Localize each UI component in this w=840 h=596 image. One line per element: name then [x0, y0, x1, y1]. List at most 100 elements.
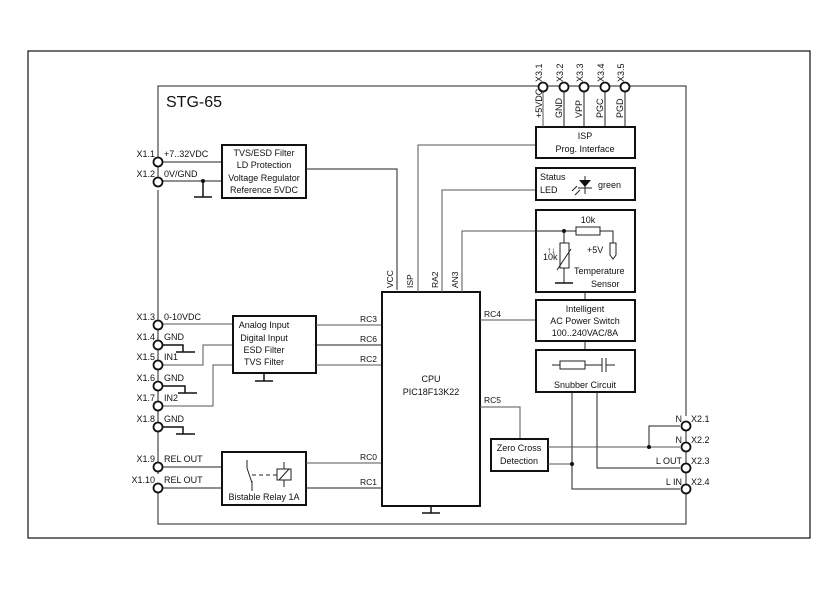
terminal-x1-4[interactable] — [152, 339, 164, 351]
wire-rc5 — [480, 406, 521, 439]
supply-voltage-label: +5V — [587, 245, 603, 255]
module-boundary-top-left — [157, 85, 529, 178]
wire-x1-7 — [163, 364, 233, 407]
input-block-line-4: TVS Filter — [244, 357, 284, 367]
terminal-label: +7..32VDC — [164, 149, 209, 159]
terminal-x2-2[interactable] — [680, 441, 692, 453]
ground-icon — [422, 506, 440, 514]
terminal-label: GND — [164, 373, 185, 383]
terminal-x3-5[interactable] — [619, 81, 631, 93]
cpu-pin-rc6: RC6 — [360, 334, 377, 344]
terminal-x3-4[interactable] — [599, 81, 611, 93]
terminal-label: L IN — [666, 477, 682, 487]
terminal-id: X1.6 — [136, 373, 155, 383]
terminal-id: X1.4 — [136, 332, 155, 342]
wire-n-bridge — [648, 425, 680, 447]
terminal-id: X1.5 — [136, 352, 155, 362]
zero-cross-line-1: Zero Cross — [497, 443, 542, 453]
terminal-x1-6[interactable] — [152, 380, 164, 392]
thermistor-value: 10k — [543, 252, 558, 262]
terminal-x3-1[interactable] — [537, 81, 549, 93]
terminal-x1-2[interactable] — [152, 176, 164, 188]
terminal-id: X3.2 — [555, 63, 565, 82]
isp-block-line-2: Prog. Interface — [555, 144, 614, 154]
ground-icon — [163, 385, 197, 394]
isp-block-line-1: ISP — [578, 131, 593, 141]
ground-icon — [163, 426, 195, 435]
terminal-id: X1.8 — [136, 414, 155, 424]
snubber-block — [535, 349, 636, 393]
terminal-id: X3.4 — [596, 63, 606, 82]
terminal-x1-3[interactable] — [152, 319, 164, 331]
isp-block — [535, 126, 636, 159]
zero-cross-line-2: Detection — [500, 456, 538, 466]
cpu-pin-rc4: RC4 — [484, 309, 501, 319]
cpu-pin-isp: ISP — [405, 274, 415, 288]
terminal-x1-1[interactable] — [152, 156, 164, 168]
led-color-label: green — [598, 180, 621, 190]
ac-switch-line-2: AC Power Switch — [550, 316, 620, 326]
terminal-label: GND — [554, 98, 564, 119]
terminal-id: X1.7 — [136, 393, 155, 403]
module-boundary-bottom — [157, 490, 687, 525]
terminal-id: X3.1 — [534, 63, 544, 82]
wire-ra2 — [441, 189, 536, 292]
power-block-line-3: Voltage Regulator — [228, 173, 300, 183]
outer-frame — [27, 50, 811, 539]
cpu-pin-an3: AN3 — [450, 271, 460, 288]
terminal-label: PGD — [615, 98, 625, 118]
terminal-x2-3[interactable] — [680, 462, 692, 474]
ac-switch-block — [535, 299, 636, 342]
terminal-id: X1.2 — [136, 169, 155, 179]
cpu-pin-rc1: RC1 — [360, 477, 377, 487]
power-block-line-2: LD Protection — [237, 160, 292, 170]
terminal-x2-4[interactable] — [680, 483, 692, 495]
terminal-label: GND — [164, 332, 185, 342]
terminal-x1-10[interactable] — [152, 482, 164, 494]
terminal-id: X3.5 — [616, 63, 626, 82]
resistor-value: 10k — [581, 215, 596, 225]
terminal-label: N — [676, 414, 683, 424]
input-block-line-3: ESD Filter — [243, 345, 284, 355]
thermistor-icon: ↑↓ — [547, 231, 573, 284]
terminal-id: X1.1 — [136, 149, 155, 159]
terminal-label: +5VDC — [534, 88, 544, 118]
ground-icon — [163, 344, 195, 353]
terminal-label: N — [676, 435, 683, 445]
terminal-x1-7[interactable] — [152, 400, 164, 412]
temperature-block — [535, 209, 636, 293]
terminal-x3-2[interactable] — [558, 81, 570, 93]
ac-switch-line-3: 100..240VAC/8A — [552, 328, 618, 338]
terminal-x1-8[interactable] — [152, 421, 164, 433]
cpu-label: CPU — [421, 374, 440, 384]
zero-cross-block — [490, 438, 549, 472]
terminal-label: 0-10VDC — [164, 312, 202, 322]
cpu-pin-rc2: RC2 — [360, 354, 377, 364]
terminal-label: PGC — [595, 98, 605, 118]
cpu-part-number: PIC18F13K22 — [403, 387, 460, 397]
ac-switch-line-1: Intelligent — [566, 304, 605, 314]
temperature-block-line-1: Temperature — [574, 266, 625, 276]
junction-dot — [647, 445, 651, 449]
terminal-id: X1.10 — [131, 475, 155, 485]
terminal-x1-5[interactable] — [152, 359, 164, 371]
terminal-label: IN2 — [164, 393, 178, 403]
terminal-label: REL OUT — [164, 454, 203, 464]
terminal-id: X1.9 — [136, 454, 155, 464]
power-block-line-4: Reference 5VDC — [230, 185, 299, 195]
input-block-line-1: Analog Input — [239, 320, 290, 330]
wire-l-out — [596, 392, 680, 469]
terminal-x3-3[interactable] — [578, 81, 590, 93]
terminal-label: GND — [164, 414, 185, 424]
power-block-line-1: TVS/ESD Filter — [233, 148, 294, 158]
input-block-line-2: Digital Input — [240, 333, 288, 343]
terminal-x2-1[interactable] — [680, 420, 692, 432]
terminal-id: X2.2 — [691, 435, 710, 445]
power-block — [221, 144, 307, 199]
terminal-x1-9[interactable] — [152, 461, 164, 473]
terminal-label: REL OUT — [164, 475, 203, 485]
wire-l-in — [571, 392, 680, 490]
